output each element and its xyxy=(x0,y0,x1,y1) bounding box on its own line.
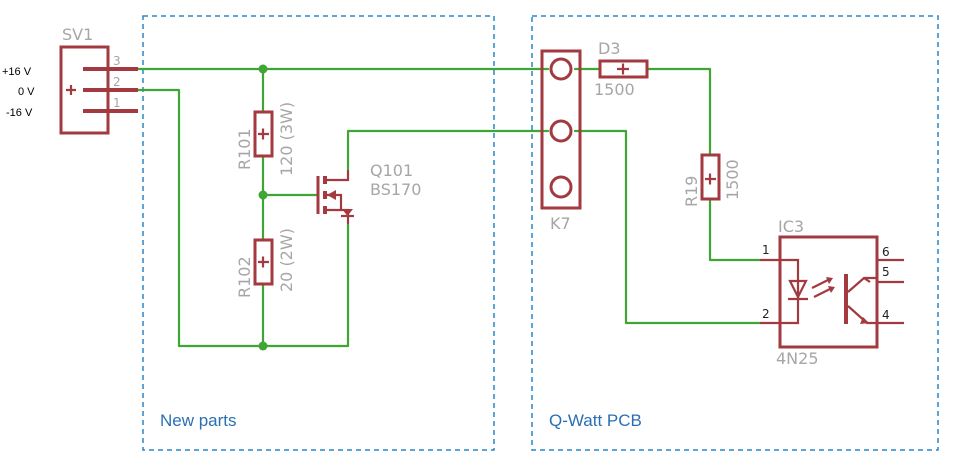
d3-value: 1500 xyxy=(594,80,635,99)
sv1-pin-1: 1 xyxy=(113,96,121,110)
group-box-qwatt-pcb xyxy=(531,15,939,451)
sv1-pin-2: 2 xyxy=(113,75,121,89)
resistor-d3: D3 1500 xyxy=(594,39,649,99)
wires xyxy=(136,67,762,348)
r101-value: 120 (3W) xyxy=(277,102,296,176)
ic3-pin-1: 1 xyxy=(762,243,770,257)
r102-value: 20 (2W) xyxy=(277,228,296,292)
group-box-new-parts xyxy=(142,15,495,451)
group-label-new-parts: New parts xyxy=(160,411,237,430)
k7-name: K7 xyxy=(550,214,571,233)
voltage-label-neg16: -16 V xyxy=(6,107,33,119)
resistor-r102: R102 20 (2W) xyxy=(235,228,296,298)
wire-d3-r19 xyxy=(646,67,712,155)
optocoupler-ic3: IC3 4N25 1 2 6 5 4 xyxy=(760,217,904,368)
wire-k7-ic3 xyxy=(573,129,762,325)
connector-sv1: SV1 3 2 1 xyxy=(59,25,138,135)
voltage-label-0v: 0 V xyxy=(18,86,35,98)
d3-name: D3 xyxy=(598,39,621,58)
terminal-block-k7: K7 xyxy=(540,49,582,233)
wire-r19-ic3 xyxy=(708,198,762,262)
q101-value: BS170 xyxy=(370,180,421,199)
resistor-r19: R19 1500 xyxy=(682,153,742,207)
r19-value: 1500 xyxy=(723,159,742,200)
ic3-value: 4N25 xyxy=(776,349,819,368)
r101-name: R101 xyxy=(235,128,254,170)
ic3-pin-6: 6 xyxy=(882,245,890,259)
r102-name: R102 xyxy=(235,256,254,298)
wire-drain xyxy=(346,129,550,172)
sv1-name: SV1 xyxy=(62,25,93,44)
ic3-pin-5: 5 xyxy=(882,265,890,279)
junction-dot xyxy=(258,190,268,200)
resistor-r101: R101 120 (3W) xyxy=(235,102,296,176)
junction-dot xyxy=(258,341,268,351)
group-label-qwatt-pcb: Q-Watt PCB xyxy=(549,411,642,430)
ic3-name: IC3 xyxy=(778,217,804,236)
ic3-pin-4: 4 xyxy=(882,308,890,322)
sv1-pin-3: 3 xyxy=(113,54,121,68)
ic3-pin-2: 2 xyxy=(762,307,770,321)
mosfet-q101: Q101 BS170 xyxy=(316,161,421,224)
junction-dot xyxy=(258,64,268,74)
voltage-label-pos16: +16 V xyxy=(2,66,32,78)
r19-name: R19 xyxy=(682,176,701,207)
wire-zero-rail xyxy=(136,88,350,348)
q101-name: Q101 xyxy=(370,161,413,180)
